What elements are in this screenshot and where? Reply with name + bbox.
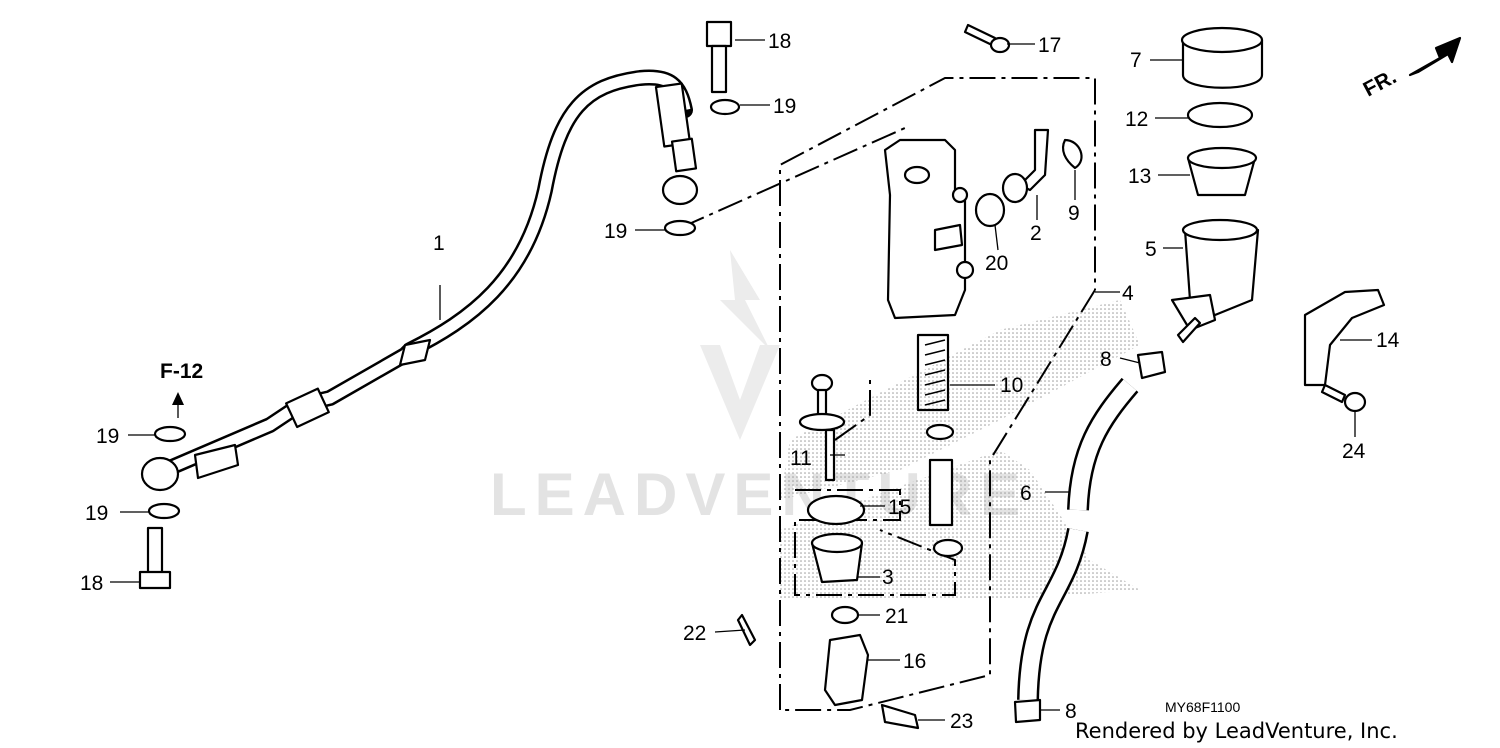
reservoir-assembly bbox=[1170, 26, 1264, 344]
callout-3: 3 bbox=[882, 566, 894, 589]
callout-12: 12 bbox=[1125, 108, 1148, 131]
clevis-assembly bbox=[736, 605, 920, 730]
callout-13: 13 bbox=[1128, 165, 1151, 188]
hose-fitting bbox=[974, 128, 1083, 228]
callout-21: 21 bbox=[885, 605, 908, 628]
callout-10: 10 bbox=[1000, 374, 1023, 397]
callout-9: 9 bbox=[1068, 202, 1080, 225]
reservoir-hose bbox=[1013, 350, 1167, 724]
banjo-bolt-top bbox=[663, 20, 741, 237]
assembly-outline bbox=[679, 77, 1096, 711]
callout-2: 2 bbox=[1030, 222, 1042, 245]
callout-8-lower: 8 bbox=[1065, 700, 1077, 723]
reservoir-bracket bbox=[1303, 288, 1386, 413]
callout-19-mid: 19 bbox=[604, 220, 627, 243]
front-direction-label: FR. bbox=[1360, 65, 1401, 101]
stipple-shading bbox=[780, 300, 1140, 600]
reference-label: F-12 bbox=[160, 360, 203, 383]
master-cylinder-body bbox=[883, 138, 975, 320]
front-direction-arrow: FR. bbox=[1360, 36, 1462, 101]
piston-spring bbox=[916, 333, 964, 558]
callout-18-bottom: 18 bbox=[80, 572, 103, 595]
credit-text: Rendered by LeadVenture, Inc. bbox=[1075, 719, 1398, 743]
callouts: 1 2 3 4 5 6 7 8 8 9 10 11 12 13 14 15 16… bbox=[80, 30, 1400, 733]
callout-11: 11 bbox=[790, 447, 812, 470]
reference-f12: F-12 bbox=[160, 360, 203, 418]
callout-19-left-lower: 19 bbox=[85, 502, 108, 525]
callout-15: 15 bbox=[888, 496, 911, 519]
diagram-reference-code: MY68F1100 bbox=[1165, 699, 1240, 715]
boot-and-cup bbox=[806, 494, 866, 584]
bolt-17 bbox=[963, 23, 1011, 54]
callout-1: 1 bbox=[433, 232, 445, 255]
callout-16: 16 bbox=[903, 650, 926, 673]
callout-5: 5 bbox=[1145, 238, 1157, 261]
callout-22: 22 bbox=[683, 622, 706, 645]
callout-20: 20 bbox=[985, 252, 1008, 275]
callout-6: 6 bbox=[1020, 482, 1032, 505]
callout-18-top: 18 bbox=[768, 30, 791, 53]
callout-24: 24 bbox=[1342, 440, 1366, 463]
callout-19-top: 19 bbox=[773, 95, 796, 118]
callout-7: 7 bbox=[1130, 49, 1142, 72]
callout-8-upper: 8 bbox=[1100, 348, 1112, 371]
callout-17: 17 bbox=[1038, 34, 1061, 57]
callout-23: 23 bbox=[950, 710, 973, 733]
banjo-bolt-bottom bbox=[138, 425, 187, 590]
leader-lines bbox=[110, 39, 1372, 721]
brake-hose bbox=[140, 69, 699, 492]
callout-14: 14 bbox=[1376, 329, 1400, 352]
callout-4: 4 bbox=[1122, 282, 1134, 305]
callout-19-left-upper: 19 bbox=[96, 425, 119, 448]
